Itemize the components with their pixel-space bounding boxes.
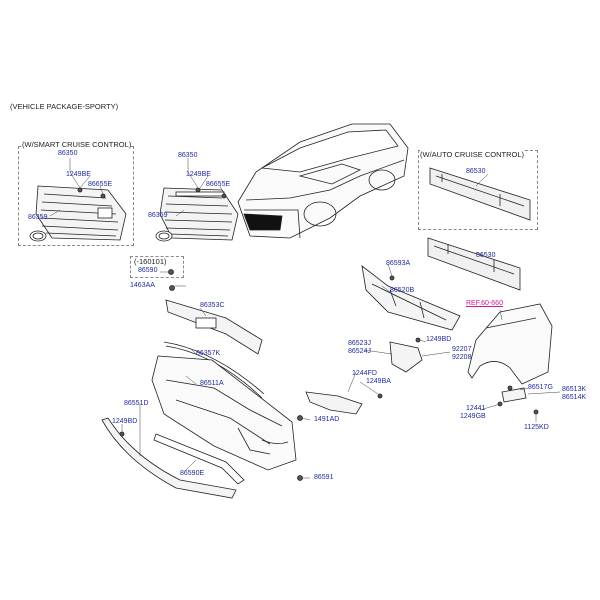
- part-number[interactable]: 1249BE: [66, 171, 91, 178]
- part-number[interactable]: 86359: [148, 212, 168, 219]
- part-number[interactable]: 86655E: [88, 181, 113, 188]
- smart-cruise-box: [18, 146, 134, 246]
- part-number[interactable]: 86350: [58, 150, 78, 157]
- lower-lip-spoiler[interactable]: [101, 417, 237, 499]
- fender-bracket[interactable]: [501, 387, 527, 403]
- lower-strip[interactable]: [153, 433, 245, 485]
- part-number[interactable]: 86514K: [562, 394, 587, 401]
- fog-lamp-cover-right[interactable]: [389, 341, 423, 373]
- reference-link[interactable]: REF.60-660: [466, 300, 503, 307]
- fog-lamp-cover-left[interactable]: [305, 391, 363, 415]
- part-number[interactable]: 86524J: [348, 348, 371, 355]
- part-number[interactable]: 86591: [314, 474, 334, 481]
- date-code-box: [130, 256, 184, 278]
- part-number[interactable]: 86530: [476, 252, 496, 259]
- part-number[interactable]: 86551D: [124, 400, 149, 407]
- part-number[interactable]: 1249GB: [460, 413, 486, 420]
- bumper-beam-auto-cruise[interactable]: [429, 167, 531, 221]
- vehicle-illustration: [237, 123, 409, 239]
- part-number[interactable]: 86353C: [200, 302, 225, 309]
- part-number[interactable]: 1125KD: [524, 424, 549, 431]
- front-bumper-cover[interactable]: [151, 355, 297, 471]
- front-fender[interactable]: [467, 303, 553, 385]
- part-number[interactable]: 86350: [178, 152, 198, 159]
- part-number[interactable]: 86517G: [528, 384, 553, 391]
- part-number[interactable]: 1463AA: [130, 282, 155, 289]
- part-number[interactable]: 92207: [452, 346, 472, 353]
- energy-absorber[interactable]: [361, 265, 461, 331]
- part-number[interactable]: 86359: [28, 214, 48, 221]
- part-number[interactable]: 12441: [466, 405, 486, 412]
- upper-garnish[interactable]: [165, 299, 263, 355]
- part-number[interactable]: 1244FD: [352, 370, 377, 377]
- emblem[interactable]: [155, 230, 173, 242]
- emblem-smart-cruise[interactable]: [29, 230, 47, 242]
- part-number[interactable]: 86513K: [562, 386, 587, 393]
- part-number[interactable]: 1249BD: [426, 336, 452, 343]
- part-number[interactable]: 86511A: [200, 380, 224, 387]
- part-number[interactable]: 1249BA: [366, 378, 391, 385]
- smart-cruise-header: (W/SMART CRUISE CONTROL): [22, 140, 132, 149]
- clip-icon: [119, 269, 539, 481]
- radiator-grille-smart-cruise[interactable]: [35, 185, 127, 241]
- part-number[interactable]: 86357K: [196, 350, 221, 357]
- part-number[interactable]: 1491AD: [314, 416, 340, 423]
- part-number[interactable]: 86530: [466, 168, 486, 175]
- part-number[interactable]: 86520B: [390, 287, 415, 294]
- date-code-header: (-160101): [134, 257, 167, 266]
- part-number[interactable]: 1249BE: [186, 171, 211, 178]
- part-number[interactable]: 86590: [138, 267, 158, 274]
- part-number[interactable]: 86523J: [348, 340, 371, 347]
- part-number[interactable]: 92208: [452, 354, 472, 361]
- package-header: (VEHICLE PACKAGE-SPORTY): [10, 102, 119, 111]
- part-number[interactable]: 86593A: [386, 260, 411, 267]
- bumper-beam[interactable]: [427, 237, 521, 291]
- part-number[interactable]: 86590E: [180, 470, 205, 477]
- auto-cruise-box: [418, 150, 538, 230]
- radiator-grille[interactable]: [159, 187, 239, 241]
- part-number[interactable]: 1249BD: [112, 418, 138, 425]
- auto-cruise-header: (W/AUTO CRUISE CONTROL): [420, 150, 525, 159]
- part-number[interactable]: 86655E: [206, 181, 231, 188]
